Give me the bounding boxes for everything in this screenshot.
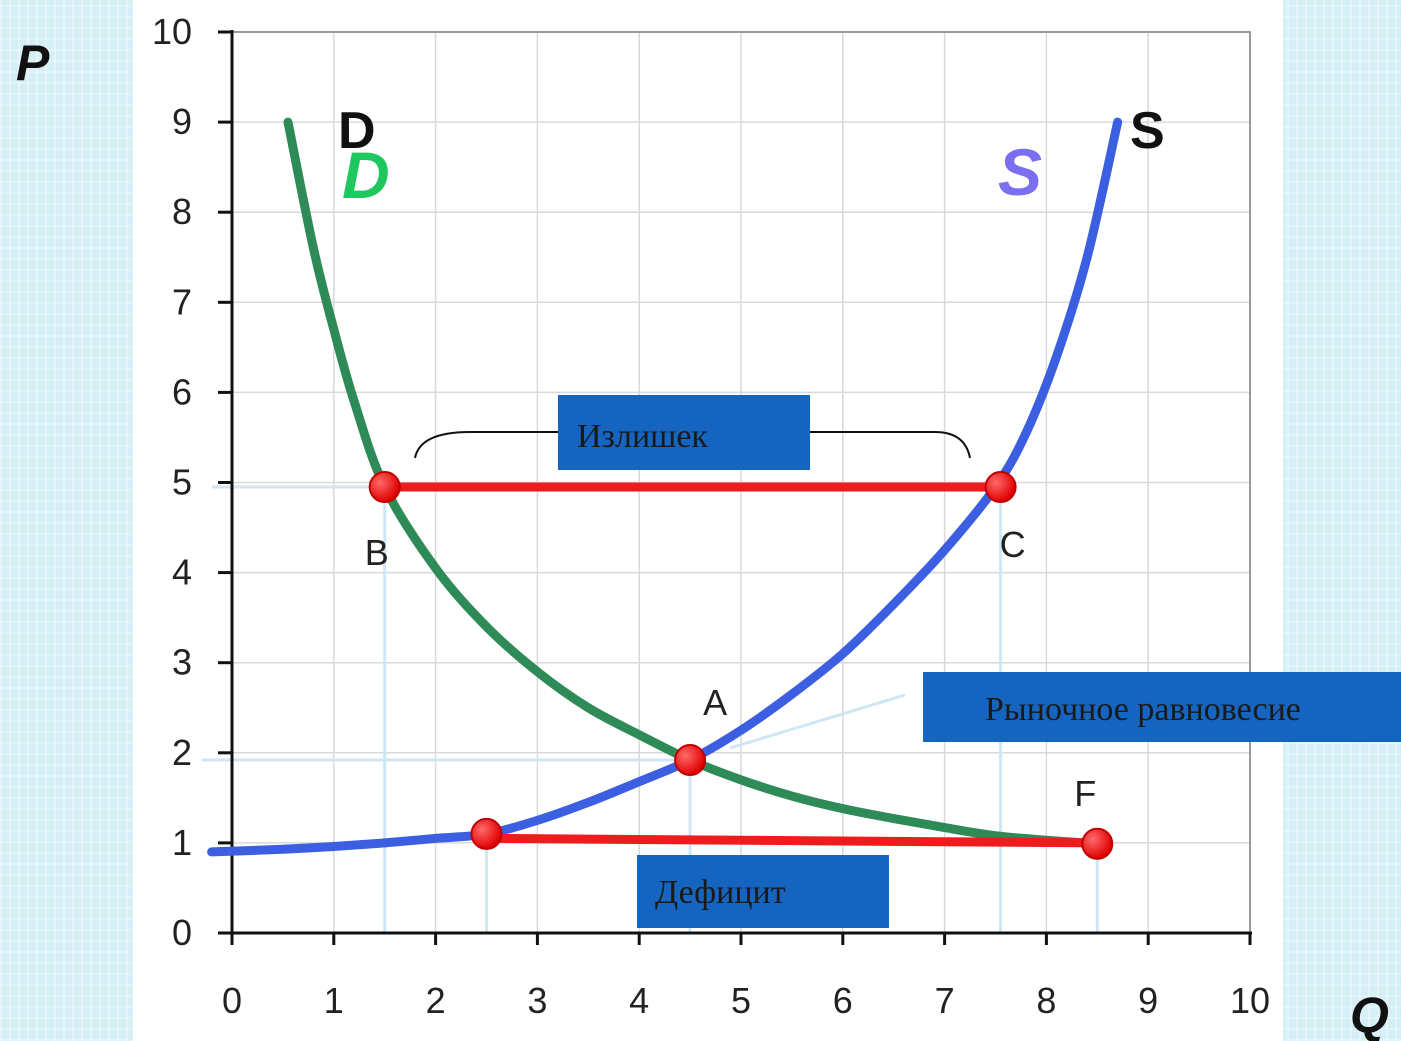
x-tick-label: 10: [1230, 980, 1270, 1021]
demand-curve: [283, 117, 1102, 849]
supply-label-purple: S: [998, 135, 1042, 209]
y-axis-label: P: [16, 35, 50, 91]
shortage-box: [637, 855, 889, 928]
x-ticks: 0 1 2 3 4 5 6 7 8 9 10: [222, 933, 1270, 1021]
point-b: [368, 471, 401, 504]
x-tick-label: 7: [935, 980, 955, 1021]
point-label-f: F: [1074, 773, 1096, 814]
y-tick-label: 10: [152, 11, 192, 52]
point-c: [984, 471, 1017, 504]
y-tick-label: 4: [172, 552, 192, 593]
y-tick-label: 5: [172, 462, 192, 503]
y-tick-label: 2: [172, 732, 192, 773]
surplus-label: Излишек: [577, 418, 708, 455]
equilibrium-box: [923, 672, 1401, 742]
y-tick-label: 7: [172, 281, 192, 322]
y-tick-label: 6: [172, 371, 192, 412]
x-tick-label: 0: [222, 980, 242, 1021]
x-tick-label: 5: [731, 980, 751, 1021]
x-tick-label: 1: [324, 980, 344, 1021]
x-tick-label: 2: [426, 980, 446, 1021]
y-tick-label: 8: [172, 191, 192, 232]
point-label-b: B: [365, 532, 389, 573]
x-tick-label: 9: [1138, 980, 1158, 1021]
x-axis-label: Q: [1350, 987, 1389, 1041]
shortage-label: Дефицит: [655, 874, 786, 911]
y-tick-label: 0: [172, 912, 192, 953]
demand-label-green: D: [342, 138, 390, 212]
markers-layer: B C A F: [365, 471, 1114, 860]
point-a: [674, 744, 707, 777]
point-unnamed: [470, 817, 503, 850]
surplus-brace: [414, 431, 971, 459]
point-label-a: A: [703, 682, 727, 723]
x-tick-label: 6: [833, 980, 853, 1021]
y-tick-label: 9: [172, 101, 192, 142]
segments-layer: [384, 482, 1098, 848]
series-layer: [207, 117, 1123, 857]
equilibrium-pointer: [729, 693, 906, 750]
x-tick-label: 3: [527, 980, 547, 1021]
shortage-segment: [486, 833, 1098, 848]
point-f: [1081, 827, 1114, 860]
equilibrium-label: Рыночное равновесие: [985, 691, 1301, 728]
demand-label-black: D: [338, 102, 376, 160]
y-ticks: 0 1 2 3 4 5 6 7 8 9 10: [152, 11, 232, 953]
supply-label-black: S: [1130, 102, 1165, 160]
point-label-c: C: [1000, 524, 1026, 565]
supply-curve: [207, 117, 1123, 857]
x-tick-label: 8: [1036, 980, 1056, 1021]
surplus-box: [558, 395, 810, 470]
y-tick-label: 1: [172, 822, 192, 863]
x-tick-label: 4: [629, 980, 649, 1021]
y-tick-label: 3: [172, 642, 192, 683]
